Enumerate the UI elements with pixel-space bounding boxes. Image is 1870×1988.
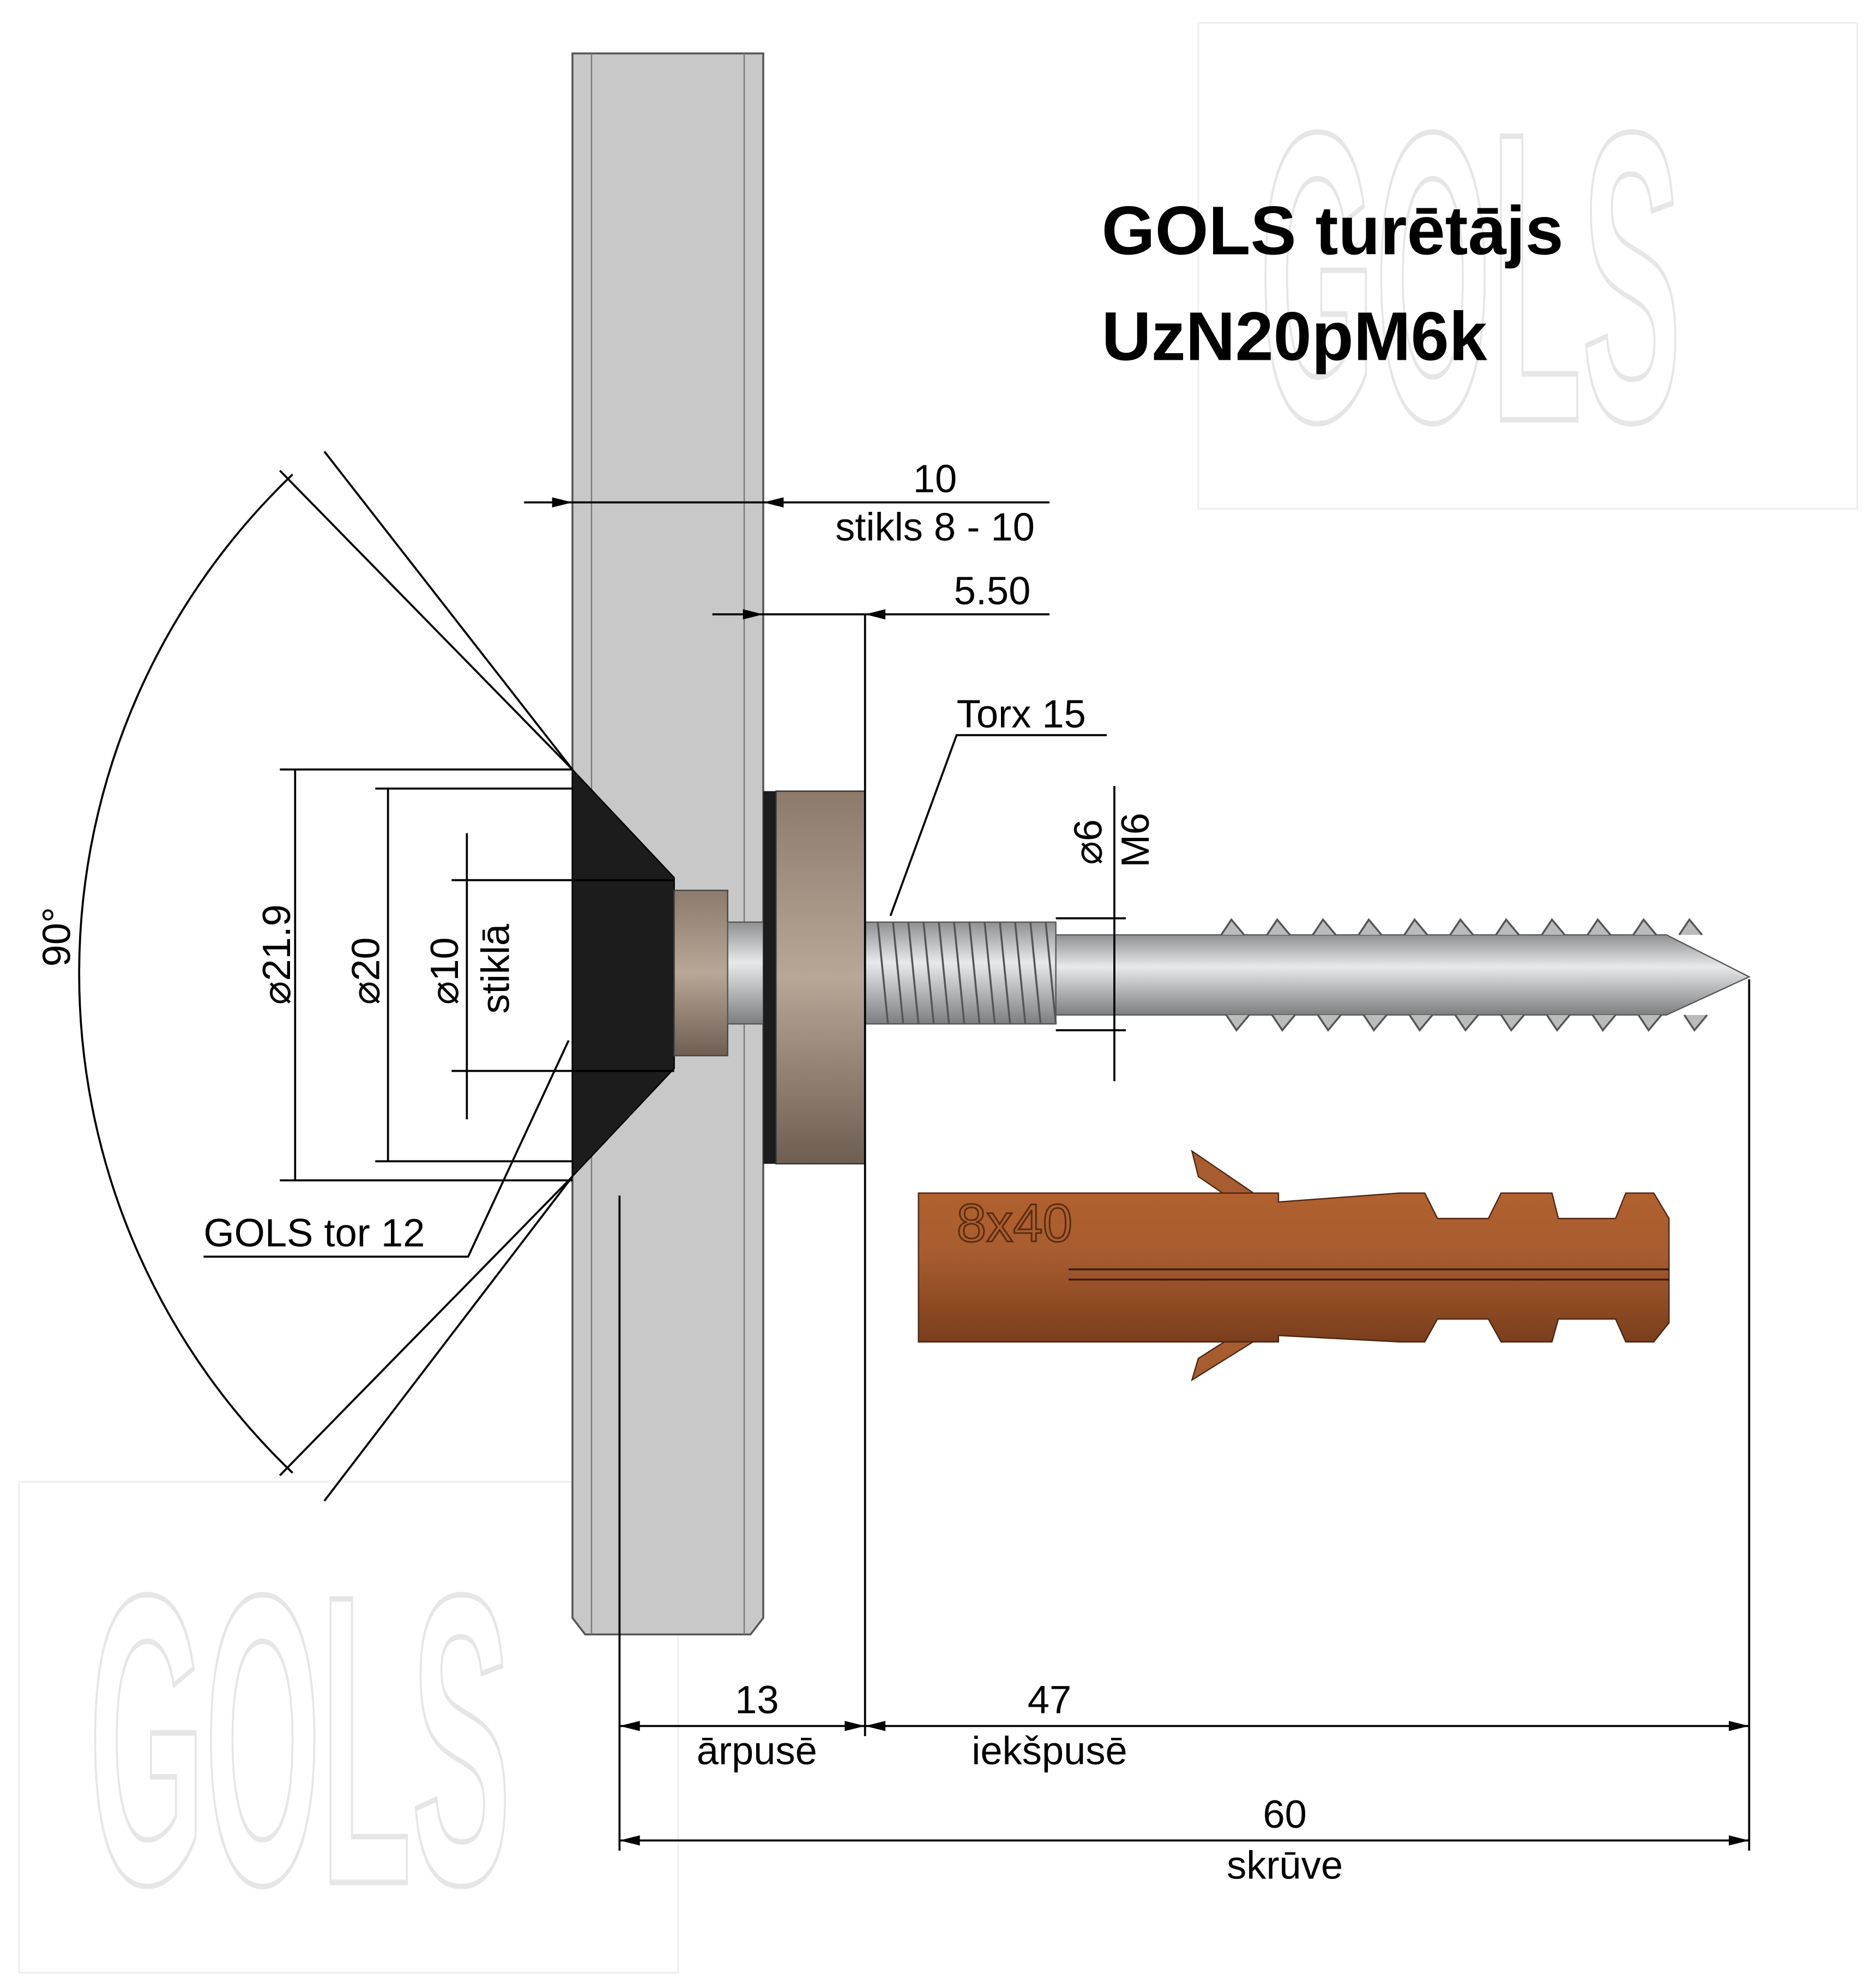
- thread-line: [953, 922, 966, 1024]
- wood-thread: [1312, 918, 1342, 1032]
- dim-outside-length: 13: [735, 1678, 779, 1722]
- label-inside: iekšpusē: [972, 1729, 1127, 1773]
- thread-line: [1029, 922, 1042, 1024]
- label-torx: Torx 15: [957, 693, 1086, 736]
- wood-thread: [1495, 918, 1525, 1032]
- wood-thread: [1541, 918, 1571, 1032]
- wood-thread: [1358, 918, 1388, 1032]
- dim-inside-length: 47: [1028, 1678, 1071, 1722]
- cap-cone: [571, 768, 675, 1179]
- label-screw: skrūve: [1227, 1844, 1343, 1887]
- thread-line: [892, 922, 904, 1024]
- thread-line: [938, 922, 950, 1024]
- spacer-ring: [775, 790, 866, 1165]
- thread-line: [999, 922, 1011, 1024]
- wall-plug: 8x40: [918, 1149, 1670, 1382]
- dim-shaft-diameter: ⌀6: [1067, 819, 1111, 865]
- dim-screw-length: 60: [1263, 1793, 1306, 1836]
- thread-line: [907, 922, 920, 1024]
- title-line1: GOLS turētājs: [1102, 192, 1564, 269]
- thread-line: [922, 922, 935, 1024]
- dim-outer-diameter: ⌀21.9: [255, 904, 299, 1005]
- svg-text:GOLS: GOLS: [1259, 47, 1681, 507]
- dim-thread: M6: [1114, 813, 1157, 867]
- title-line2: UzN20pM6k: [1102, 298, 1488, 374]
- thread-line: [1014, 922, 1027, 1024]
- thread-line: [984, 922, 996, 1024]
- dim-hole-diameter: ⌀10: [423, 937, 467, 1005]
- watermark-bottom-left: GOLS: [18, 1481, 679, 1974]
- dim-offset: 5.50: [954, 569, 1031, 613]
- wood-thread: [1220, 918, 1250, 1032]
- wall-plug-size-label: 8x40: [957, 1193, 1073, 1253]
- sleeve: [673, 890, 728, 1056]
- wood-thread: [1632, 918, 1662, 1032]
- label-outside: ārpusē: [697, 1729, 817, 1773]
- thread-line: [877, 922, 889, 1024]
- svg-text:GOLS: GOLS: [89, 1510, 511, 1971]
- wood-thread: [1403, 918, 1433, 1032]
- dim-diameter-20: ⌀20: [344, 937, 388, 1005]
- wood-thread: [1266, 918, 1296, 1032]
- label-cap: GOLS tor 12: [203, 1212, 425, 1255]
- thread-line: [1045, 922, 1057, 1024]
- label-in-glass: stiklā: [474, 923, 517, 1014]
- dim-glass-thickness: 10: [913, 457, 957, 501]
- wood-thread: [1678, 918, 1708, 1032]
- thread-line: [968, 922, 981, 1024]
- dim-glass-range: stikls 8 - 10: [835, 506, 1035, 549]
- wood-thread: [1449, 918, 1479, 1032]
- watermark-top-right: GOLS: [1197, 22, 1859, 510]
- wood-thread: [1587, 918, 1616, 1032]
- dim-angle: 90°: [35, 907, 79, 966]
- screw: [864, 918, 1751, 1032]
- inner-thread: [727, 921, 764, 1025]
